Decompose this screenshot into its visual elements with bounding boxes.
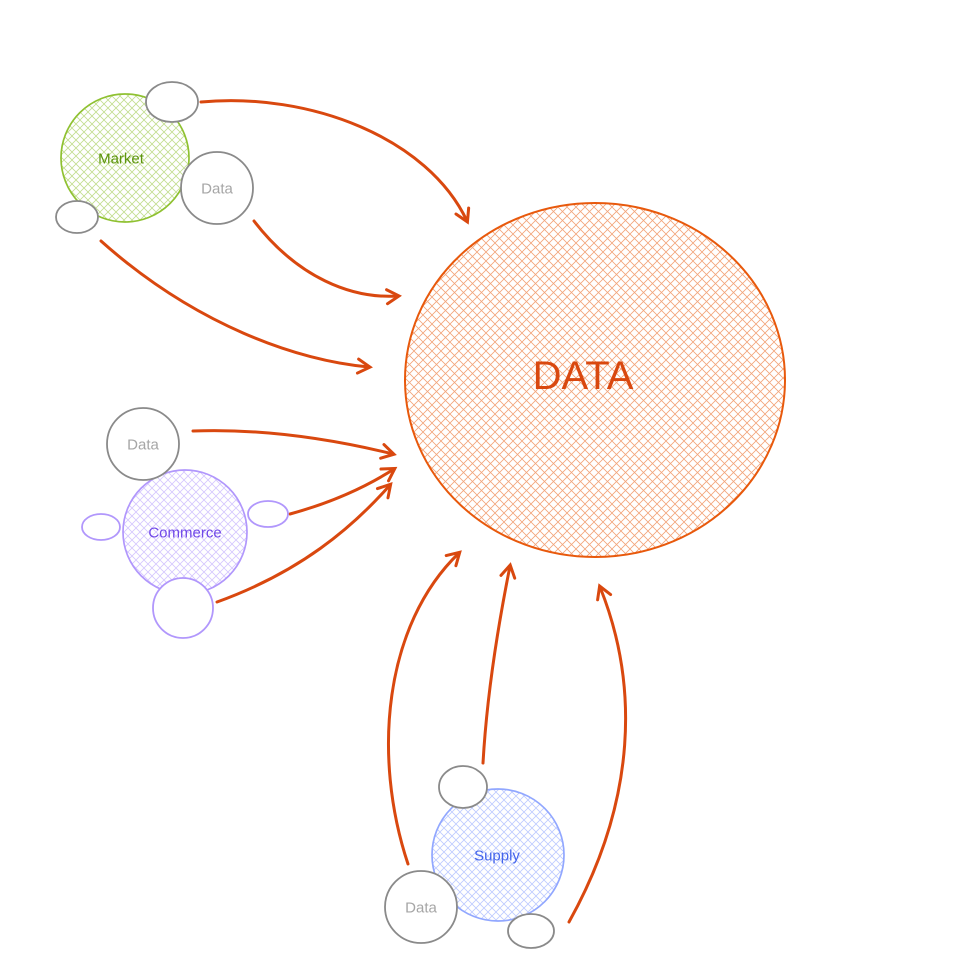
supply-satellite-data-label: Data — [405, 900, 437, 917]
arrow-supply-left-to-data — [387, 550, 462, 866]
commerce-satellite-data-circle — [106, 407, 180, 481]
arrow-market-data-to-data — [252, 219, 402, 306]
commerce-satellite-right-circle — [247, 500, 289, 528]
arrow-supply-right-to-data — [567, 583, 628, 924]
arrow-layer — [99, 99, 628, 924]
market-satellite-data-circle — [180, 151, 254, 225]
arrow-commerce-bottom-to-data — [215, 482, 393, 604]
supply-satellite-bottom-circle — [507, 913, 555, 949]
arrow-commerce-data-to-data — [191, 429, 397, 460]
central-node-circle — [404, 202, 786, 558]
arrow-market-bottom-to-data — [99, 239, 373, 375]
supply-node-circle — [431, 788, 565, 922]
supply-node-label: Supply — [474, 848, 520, 865]
market-node-label: Market — [98, 151, 145, 168]
arrow-supply-mid-to-data — [481, 562, 517, 765]
commerce-satellite-data-label: Data — [127, 437, 159, 454]
market-satellite-data-label: Data — [201, 181, 233, 198]
market-satellite-top-circle — [145, 81, 199, 123]
commerce-node-label: Commerce — [148, 525, 221, 542]
central-node-label: DATA — [533, 354, 634, 398]
market-node-circle — [60, 93, 190, 223]
supply-cluster: Supply Data — [384, 765, 565, 949]
market-satellite-bottom-circle — [55, 200, 99, 234]
arrow-commerce-right-to-data — [288, 466, 398, 516]
commerce-cluster: Commerce Data — [81, 407, 289, 639]
market-cluster: Market Data — [55, 81, 254, 234]
supply-satellite-data-circle — [384, 870, 458, 944]
supply-satellite-top-circle — [438, 765, 488, 809]
arrow-market-top-to-data — [199, 99, 471, 225]
central-node: DATA — [404, 202, 786, 558]
commerce-satellite-bottom-circle — [152, 577, 214, 639]
commerce-satellite-left-circle — [81, 513, 121, 541]
